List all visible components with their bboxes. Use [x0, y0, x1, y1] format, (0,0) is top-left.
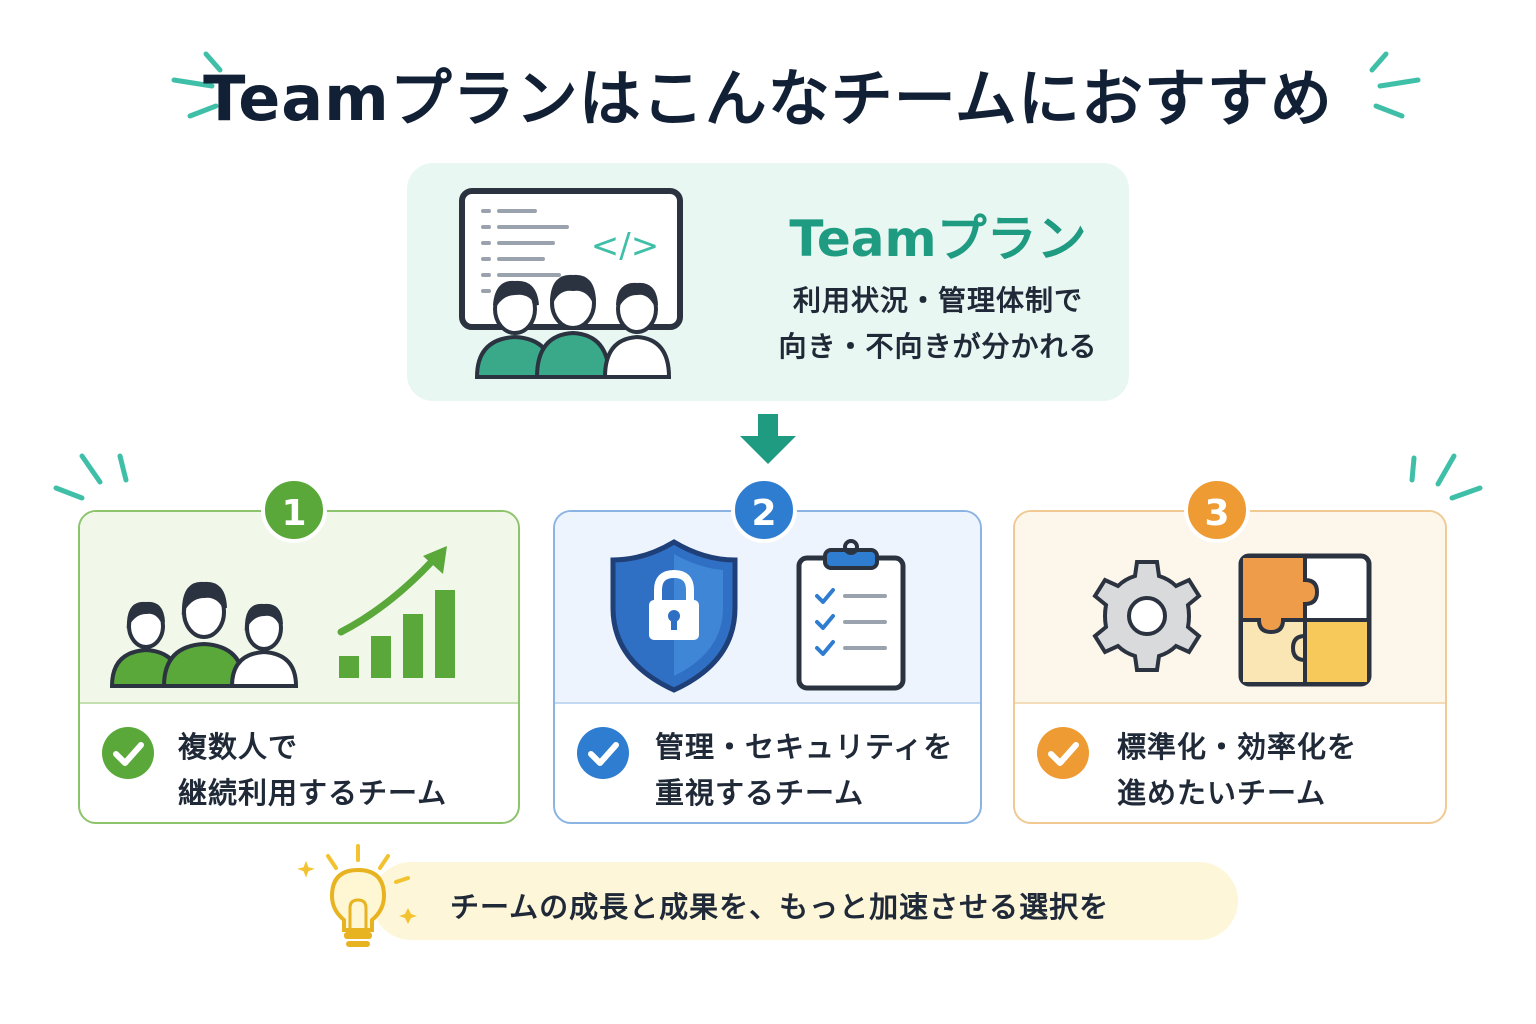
lightbulb-icon	[297, 844, 417, 947]
team-monitor-icon: </>	[459, 188, 683, 379]
plan-name: Teamプラン	[789, 210, 1087, 268]
card-text-line2: 重視するチーム	[655, 776, 865, 810]
plan-description-line2: 向き・不向きが分かれる	[778, 330, 1098, 363]
number-badge-1: 1	[261, 477, 327, 543]
card-text-line2: 継続利用するチーム	[178, 776, 448, 810]
gear-icon	[1092, 560, 1202, 672]
plan-description-line1: 利用状況・管理体制で	[792, 284, 1083, 317]
check-circle-icon	[102, 727, 154, 779]
card-text-line1: 標準化・効率化を	[1117, 730, 1358, 764]
card-text: 複数人で 継続利用するチーム	[178, 724, 447, 816]
card-illustration-area	[1015, 512, 1445, 702]
page-title: Teamプランはこんなチームにおすすめ	[203, 62, 1333, 135]
banner-text: チームの成長と成果を、もっと加速させる選択を	[450, 890, 1110, 924]
card-divider	[80, 702, 518, 704]
card-divider	[1015, 702, 1445, 704]
growth-chart-icon	[337, 546, 455, 678]
down-arrow-icon	[740, 414, 796, 464]
number-badge-2: 2	[731, 477, 797, 543]
card-illustration-area	[80, 512, 518, 702]
recommendation-card-3: 標準化・効率化を 進めたいチーム	[1013, 510, 1447, 824]
recommendation-card-1: 複数人で 継続利用するチーム	[78, 510, 520, 824]
card-text: 標準化・効率化を 進めたいチーム	[1117, 724, 1357, 816]
puzzle-icon	[1238, 553, 1372, 687]
card-text-line1: 複数人で	[178, 730, 299, 764]
checklist-clipboard-icon	[796, 539, 906, 691]
check-circle-icon	[577, 727, 629, 779]
code-symbol: </>	[591, 226, 659, 266]
team-icon	[109, 581, 299, 688]
card-text-line1: 管理・セキュリティを	[655, 730, 954, 764]
card-illustration-area	[555, 512, 980, 702]
card-divider	[555, 702, 980, 704]
sparkle-right-icon	[1364, 46, 1424, 126]
number-badge-3: 3	[1184, 477, 1250, 543]
sparkle-left-icon	[168, 46, 228, 126]
check-circle-icon	[1037, 727, 1089, 779]
shield-lock-icon	[610, 539, 738, 693]
sparkle-card-right-icon	[1409, 453, 1483, 501]
sparkle-card-left-icon	[53, 453, 129, 501]
bottom-banner: チームの成長と成果を、もっと加速させる選択を	[372, 862, 1238, 940]
card-text: 管理・セキュリティを 重視するチーム	[655, 724, 953, 816]
card-text-line2: 進めたいチーム	[1117, 776, 1327, 810]
recommendation-card-2: 管理・セキュリティを 重視するチーム	[553, 510, 982, 824]
plan-card: </> Teamプラン 利用状況・管理体制で 向き・不向きが分かれる	[407, 163, 1129, 401]
